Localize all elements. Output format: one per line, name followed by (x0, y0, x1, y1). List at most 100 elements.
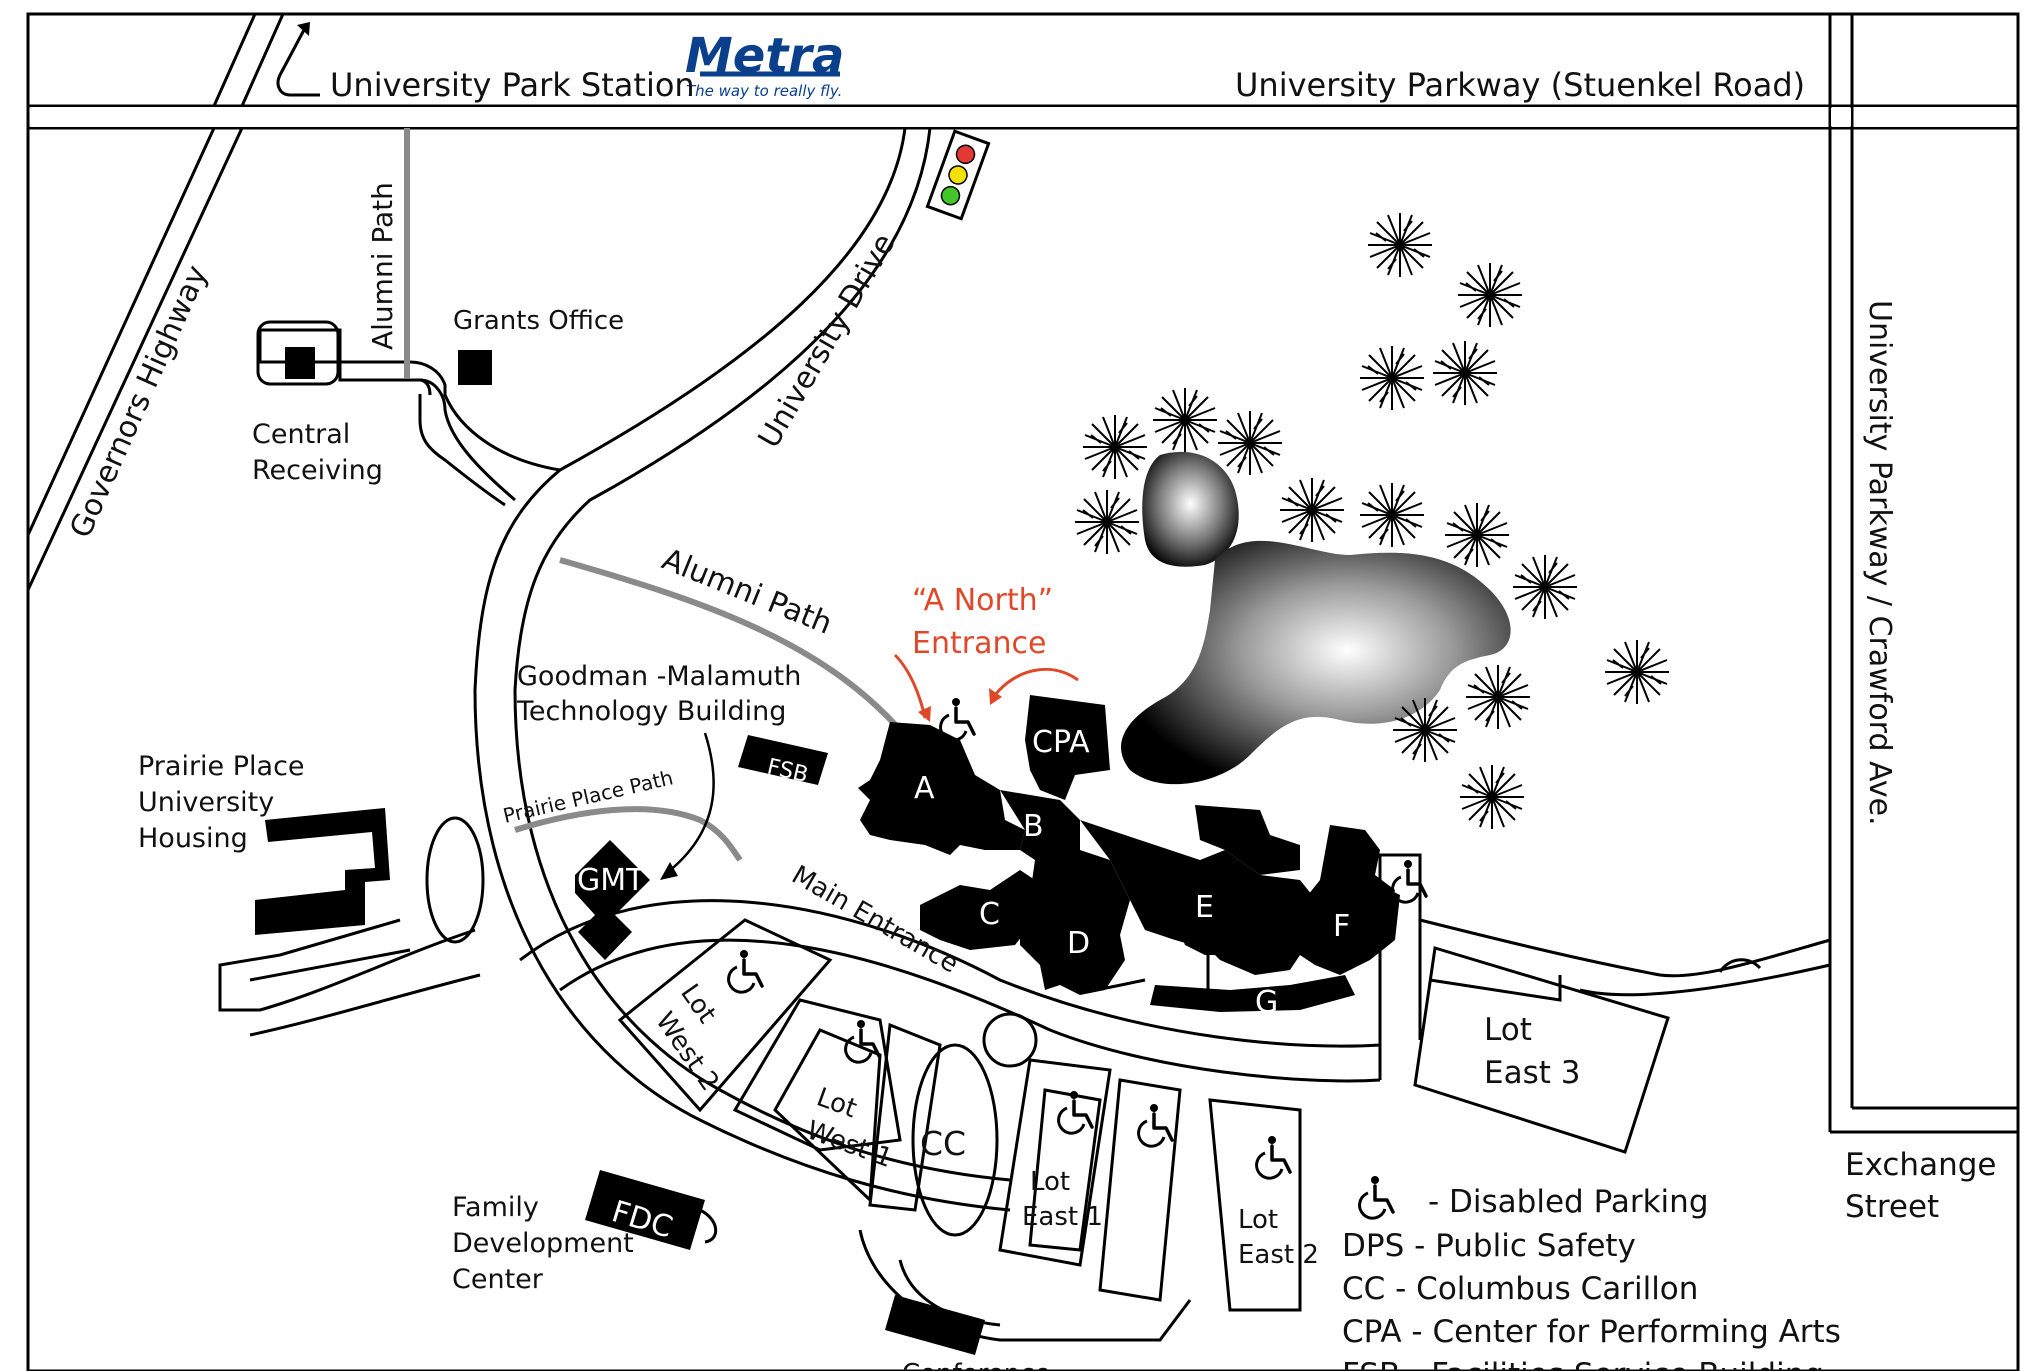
prairie-place-label-line3: Housing (138, 823, 248, 854)
prairie-place-label-line2: University (138, 787, 274, 818)
svg-text:The way to really fly.: The way to really fly. (686, 82, 842, 100)
legend-item-cc: CC - Columbus Carillon (1342, 1271, 1698, 1307)
goodman-pointer-arrowhead (660, 862, 678, 880)
tree-icon (1432, 340, 1498, 406)
wheelchair-icon (1136, 1102, 1174, 1148)
crawford-road (1828, 14, 2018, 1134)
family-dev-label-line2: Development (452, 1228, 634, 1259)
goodman-pointer-arrow (667, 732, 715, 873)
wheelchair-icon (1254, 1134, 1292, 1180)
building-a-label: A (914, 771, 935, 806)
lot-east2-label-line1: Lot (1238, 1205, 1278, 1235)
conference-center-label: Conference (902, 1359, 1051, 1371)
governors-highway-road (26, 13, 285, 591)
tree-icon (1074, 489, 1140, 555)
exchange-street-label-line2: Street (1845, 1189, 1939, 1225)
building-c-label: C (979, 897, 1000, 932)
governors-highway-label: Governors Highway (63, 260, 215, 543)
building-b-label: B (1023, 809, 1044, 844)
fsb-building (738, 735, 828, 785)
legend-item-dps: DPS - Public Safety (1342, 1228, 1636, 1264)
prairie-place-housing-building (255, 808, 390, 935)
north-entrance-arrow-left (893, 653, 927, 719)
building-f-label: F (1333, 909, 1350, 944)
cc-outline (911, 1043, 999, 1237)
university-park-station-label: University Park Station (330, 66, 695, 104)
main-ring-road (519, 853, 1831, 1083)
crawford-avenue-label: University Parkway / Crawford Ave. (1862, 300, 1897, 826)
conference-center-building (885, 1295, 985, 1355)
alumni-path-diagonal (559, 557, 903, 732)
wheelchair-icon (843, 1018, 881, 1064)
lot-east1-label-line2: East 1 (1022, 1202, 1103, 1232)
central-receiving-drive (256, 320, 561, 507)
metra-logo: Metra The way to really fly. (685, 28, 844, 100)
building-e-label: E (1195, 890, 1214, 925)
lot-east-3-outline (1413, 946, 1670, 1154)
north-entrance-arrow-right (993, 667, 1079, 696)
lot-west-2-outline (617, 918, 833, 1113)
tree-icon (1152, 387, 1218, 453)
tree-icon (1444, 502, 1510, 568)
legend-item-fsb: FSB - Facilities Service Building (1342, 1357, 1824, 1371)
lot-west1-label-line2: West 1 (803, 1115, 897, 1174)
map-frame (26, 12, 2020, 1371)
cc-label: CC (920, 1124, 966, 1163)
tree-icon (1082, 414, 1148, 480)
grants-office-building (458, 350, 492, 385)
building-cpa-label: CPA (1032, 725, 1090, 760)
building-d-label: D (1067, 926, 1090, 961)
tree-icon (1459, 764, 1525, 830)
tree-icon (1367, 212, 1433, 278)
wheelchair-icon (726, 948, 764, 994)
prairie-place-path-line (514, 806, 743, 862)
tree-icon (1465, 664, 1531, 730)
gmt-building (575, 840, 650, 960)
tree-icon (1217, 410, 1283, 476)
tree-icon (1457, 262, 1523, 328)
family-dev-label-line1: Family (452, 1192, 539, 1223)
legend: - Disabled Parking DPS - Public Safety C… (1342, 1174, 1841, 1371)
fdc-building (585, 1170, 718, 1250)
university-drive-label: University Drive (752, 228, 903, 454)
lot-east3-label-line2: East 3 (1484, 1055, 1580, 1091)
grants-office-label: Grants Office (453, 306, 624, 336)
alumni-path-vertical-label: Alumni Path (366, 182, 399, 350)
north-arrow-icon (276, 22, 320, 97)
lot-east-2-outline (1208, 1098, 1302, 1312)
tree-icon (1512, 554, 1578, 620)
traffic-light-icon (925, 129, 991, 221)
small-pond (1142, 451, 1239, 567)
prairie-place-path-label: Prairie Place Path (501, 765, 676, 827)
family-dev-label-line3: Center (452, 1264, 544, 1295)
university-parkway-label: University Parkway (Stuenkel Road) (1235, 66, 1805, 104)
goodman-label-line2: Technology Building (516, 696, 786, 727)
university-drive-road (473, 127, 1011, 1212)
building-gmt-label: GMT (577, 863, 645, 898)
legend-item-cpa: CPA - Center for Performing Arts (1342, 1314, 1841, 1350)
prairie-place-label-line1: Prairie Place (138, 751, 305, 782)
main-building-complex (858, 695, 1400, 1012)
lot-east1-label-line1: Lot (1030, 1167, 1070, 1197)
tree-icon (1604, 639, 1670, 705)
top-road (28, 104, 2018, 130)
central-receiving-label-line2: Receiving (252, 455, 383, 486)
exchange-street-label-line1: Exchange (1845, 1147, 1996, 1183)
lot-west2-label-line2: West 2 (649, 1007, 724, 1097)
tree-icon (1359, 345, 1425, 411)
lot-east3-label-line1: Lot (1484, 1012, 1532, 1048)
tree-icon (1359, 482, 1425, 548)
legend-wheelchair-icon (1357, 1174, 1395, 1220)
lot-east2-label-line2: East 2 (1238, 1240, 1319, 1270)
legend-item-disabled-parking: - Disabled Parking (1428, 1184, 1709, 1220)
tree-icon (1392, 697, 1458, 763)
central-receiving-label-line1: Central (252, 419, 350, 450)
building-g-label: G (1255, 985, 1278, 1020)
goodman-label-line1: Goodman -Malamuth (517, 661, 801, 692)
lot-east-1-outline (1028, 1088, 1102, 1252)
tree-icon (1279, 477, 1345, 543)
lake (1121, 540, 1511, 785)
north-entrance-label-line2: Entrance (912, 626, 1046, 661)
north-entrance-label-line1: “A North” (912, 583, 1053, 618)
